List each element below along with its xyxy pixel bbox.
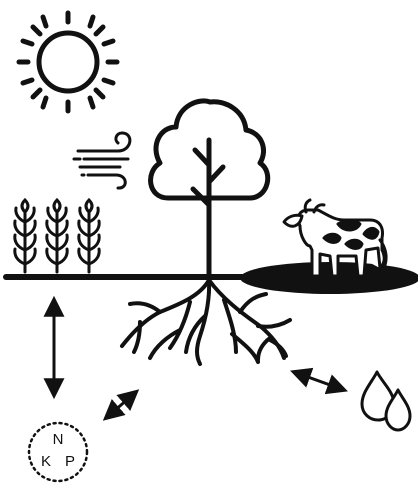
nutrients-icon: N K P — [29, 423, 87, 481]
wind-icon — [74, 133, 130, 188]
nutrient-p-label: P — [65, 453, 75, 470]
roots-icon — [122, 280, 290, 364]
sun-icon — [19, 13, 117, 111]
water-drops-icon — [362, 372, 410, 430]
root-nutrient-arrow — [106, 392, 136, 418]
tree-icon — [151, 101, 268, 280]
root-water-arrow — [294, 372, 344, 390]
nutrient-k-label: K — [41, 453, 51, 470]
nutrient-n-label: N — [53, 431, 64, 448]
wheat-icon — [15, 200, 99, 272]
